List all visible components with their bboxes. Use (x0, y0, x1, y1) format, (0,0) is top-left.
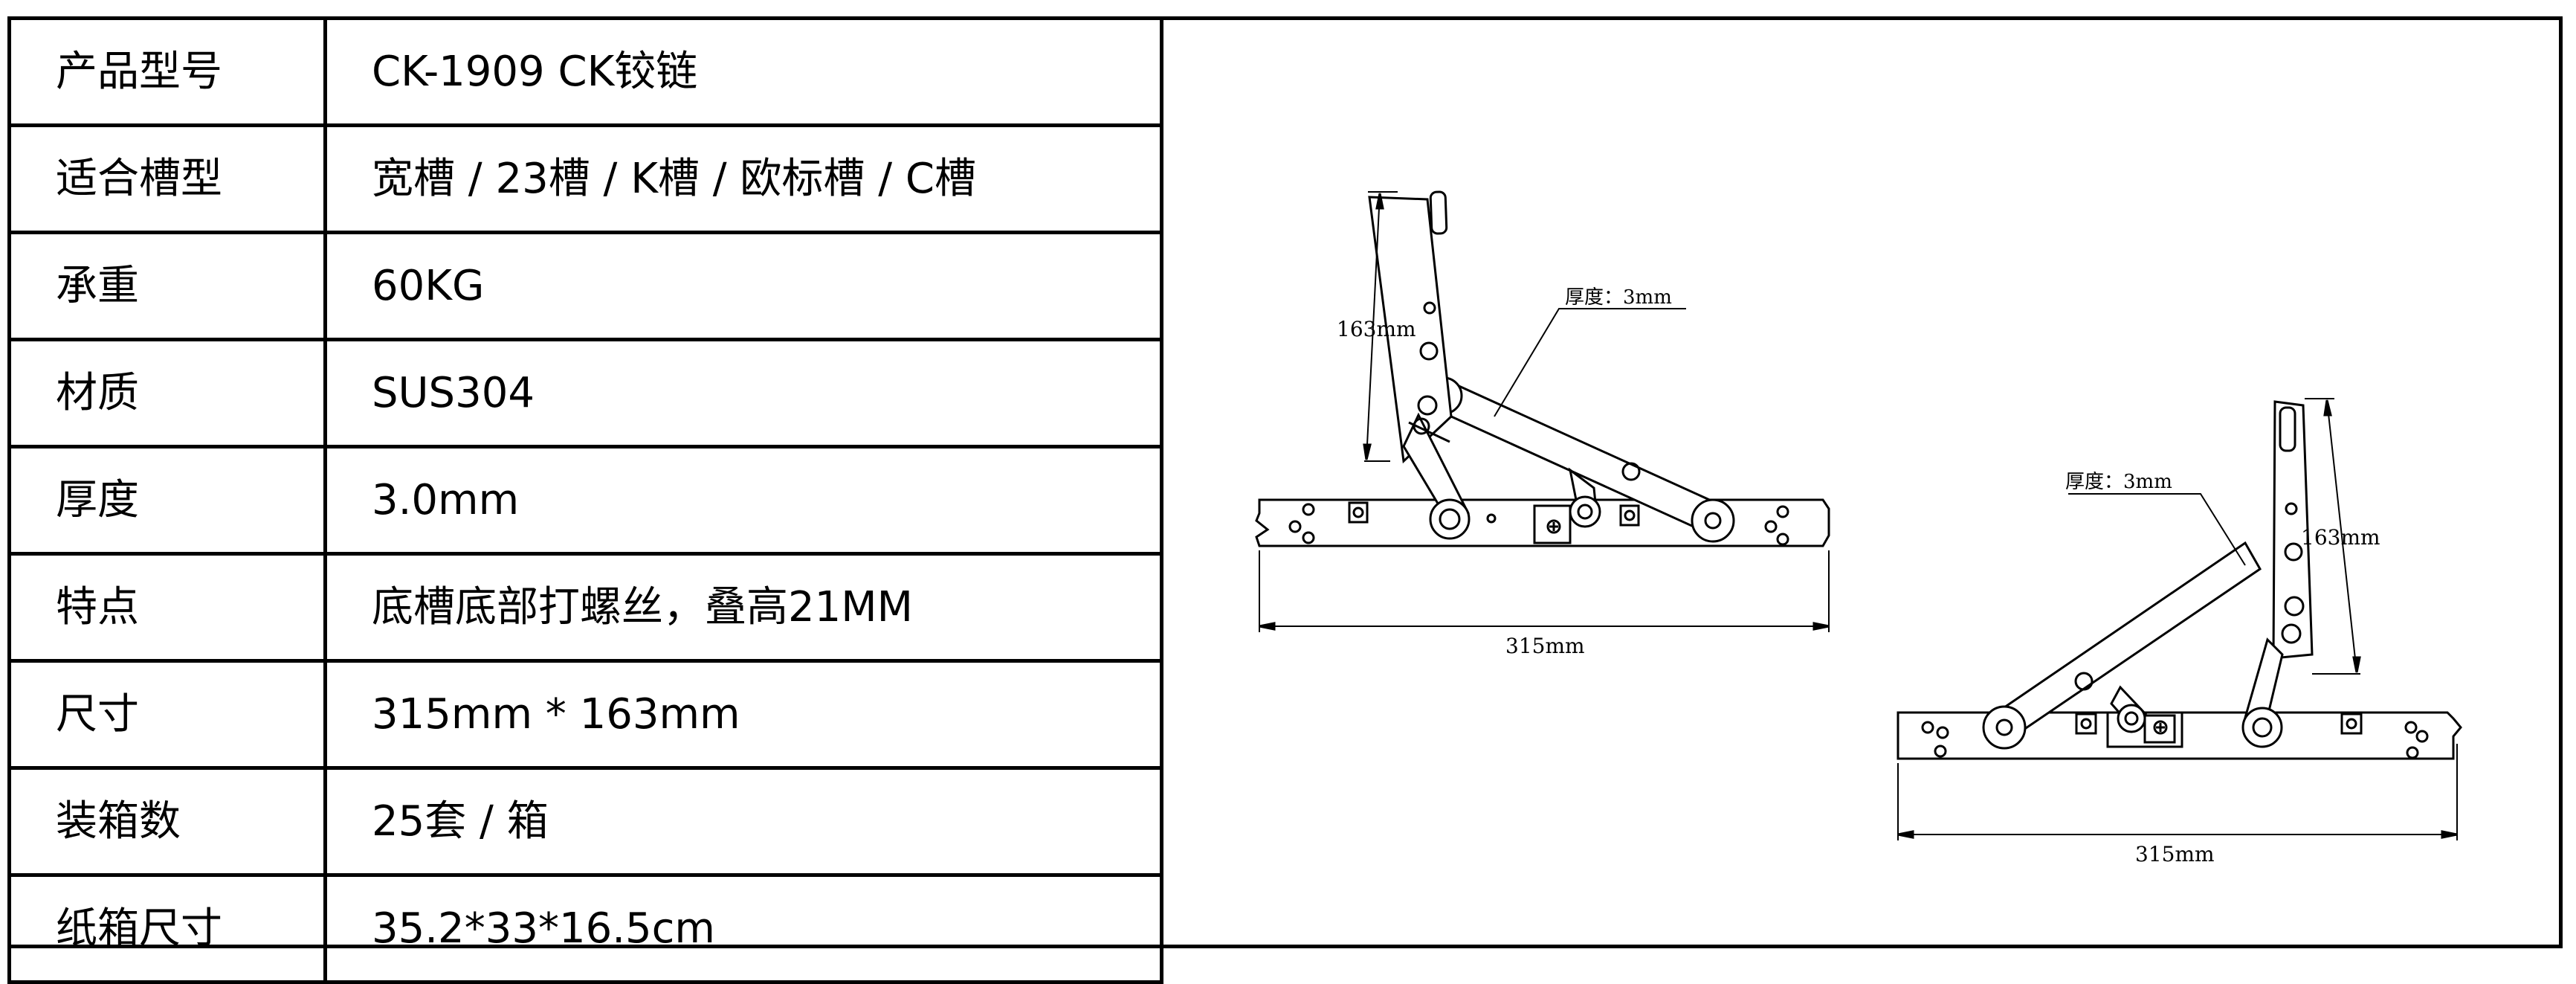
thickness-label-left: 厚度：3mm (1565, 286, 1672, 309)
table-row: 纸箱尺寸 35.2*33*16.5cm (7, 873, 1163, 984)
hinge-left (1255, 190, 1830, 632)
table-row: 特点 底槽底部打螺丝，叠高21MM (7, 552, 1163, 663)
row-label-size: 尺寸 (7, 659, 327, 770)
row-value-thickness: 3.0mm (323, 445, 1163, 556)
row-value-carton-size: 35.2*33*16.5cm (323, 873, 1163, 984)
row-label-feature: 特点 (7, 552, 327, 663)
table-row: 厚度 3.0mm (7, 445, 1163, 556)
row-value-feature: 底槽底部打螺丝，叠高21MM (323, 552, 1163, 663)
row-value-size: 315mm * 163mm (323, 659, 1163, 770)
row-value-packing: 25套 / 箱 (323, 766, 1163, 877)
height-dim-label-right: 163mm (2301, 525, 2380, 550)
row-label-load: 承重 (7, 231, 327, 341)
thickness-label-right: 厚度：3mm (2065, 471, 2172, 493)
row-label-thickness: 厚度 (7, 445, 327, 556)
table-row: 材质 SUS304 (7, 338, 1163, 448)
table-row: 尺寸 315mm * 163mm (7, 659, 1163, 770)
row-value-model: CK-1909 CK铰链 (323, 16, 1163, 127)
vertical-arm (1368, 196, 1453, 464)
hinge-right (1897, 398, 2462, 840)
spec-table: 产品型号 CK-1909 CK铰链 适合槽型 宽槽 / 23槽 / K槽 / 欧… (7, 16, 1163, 984)
row-label-slot-type: 适合槽型 (7, 123, 327, 234)
table-row: 适合槽型 宽槽 / 23槽 / K槽 / 欧标槽 / C槽 (7, 123, 1163, 234)
width-dim-label-right: 315mm (2135, 842, 2215, 866)
table-row: 产品型号 CK-1909 CK铰链 (7, 16, 1163, 127)
row-label-packing: 装箱数 (7, 766, 327, 877)
hinge-drawing: 厚度：3mm 163mm 315mm (1255, 190, 2462, 866)
table-row: 装箱数 25套 / 箱 (7, 766, 1163, 877)
height-dim-label-left: 163mm (1337, 317, 1416, 341)
dim-line-height-right (2326, 399, 2357, 673)
dim-line-height-left (1366, 193, 1381, 460)
vertical-arm (2272, 400, 2314, 660)
table-row: 承重 60KG (7, 231, 1163, 341)
row-label-material: 材质 (7, 338, 327, 448)
row-value-load: 60KG (323, 231, 1163, 341)
row-value-material: SUS304 (323, 338, 1163, 448)
width-dim-label-left: 315mm (1505, 634, 1585, 658)
row-value-slot-type: 宽槽 / 23槽 / K槽 / 欧标槽 / C槽 (323, 123, 1163, 234)
row-label-model: 产品型号 (7, 16, 327, 127)
